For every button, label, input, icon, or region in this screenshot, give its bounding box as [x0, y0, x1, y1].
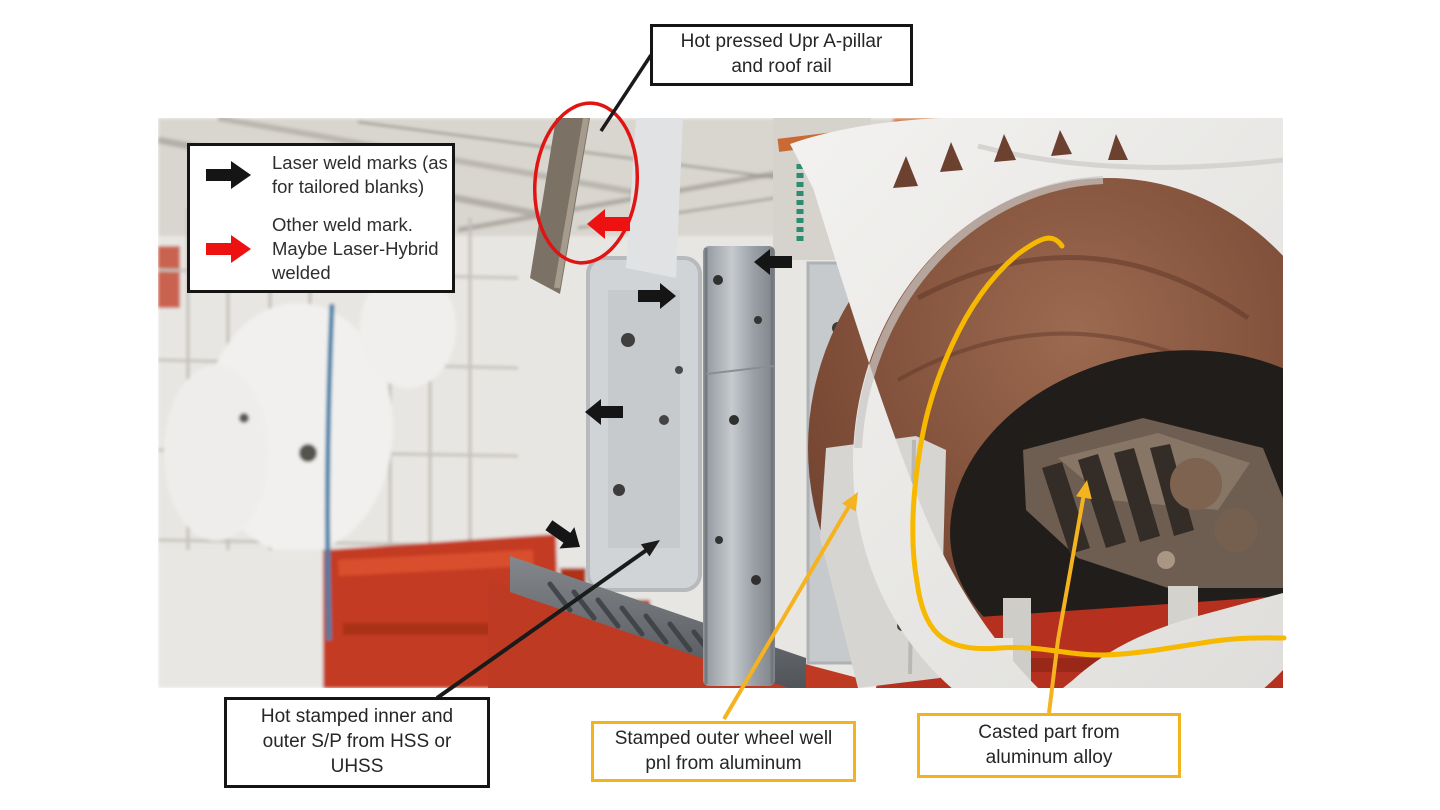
front-wheel-arch [790, 118, 1283, 688]
bottom-mid-callout: Stamped outer wheel well pnl from alumin… [591, 721, 856, 782]
bottom-left-line2: outer S/P from HSS or [262, 731, 452, 753]
weld-marks-legend: Laser weld marks (as for tailored blanks… [187, 143, 455, 293]
red-arrow-icon [206, 235, 251, 264]
legend-other-weld-text: Other weld mark. Maybe Laser-Hybrid weld… [272, 213, 439, 285]
legend-other-weld-line3: welded [272, 262, 331, 284]
b-pillar [703, 246, 775, 686]
top-callout: Hot pressed Upr A-pillar and roof rail [650, 24, 913, 86]
bottom-mid-line1: Stamped outer wheel well [614, 727, 833, 749]
bottom-left-callout: Hot stamped inner and outer S/P from HSS… [224, 697, 490, 788]
legend-laser-weld-line2: for tailored blanks) [272, 175, 425, 197]
bottom-right-callout: Casted part from aluminum alloy [917, 713, 1181, 778]
bottom-left-line1: Hot stamped inner and [260, 706, 454, 728]
bottom-right-line2: aluminum alloy [985, 746, 1113, 768]
bottom-mid-line2: pnl from aluminum [645, 752, 802, 774]
legend-laser-weld-line1: Laser weld marks (as [272, 151, 448, 173]
legend-other-weld-line1: Other weld mark. [272, 213, 413, 235]
top-callout-line2: and roof rail [731, 56, 832, 77]
bottom-left-line3: UHSS [330, 755, 384, 777]
black-arrow-icon [206, 160, 251, 189]
bottom-right-line1: Casted part from [978, 721, 1120, 743]
legend-other-weld-line2: Maybe Laser-Hybrid [272, 238, 439, 260]
legend-row-other-weld: Other weld mark. Maybe Laser-Hybrid weld… [206, 213, 444, 285]
top-callout-line1: Hot pressed Upr A-pillar [680, 31, 883, 53]
legend-row-laser-weld: Laser weld marks (as for tailored blanks… [206, 151, 448, 199]
legend-laser-weld-text: Laser weld marks (as for tailored blanks… [272, 151, 448, 199]
arch-flange-tabs [893, 130, 1128, 188]
